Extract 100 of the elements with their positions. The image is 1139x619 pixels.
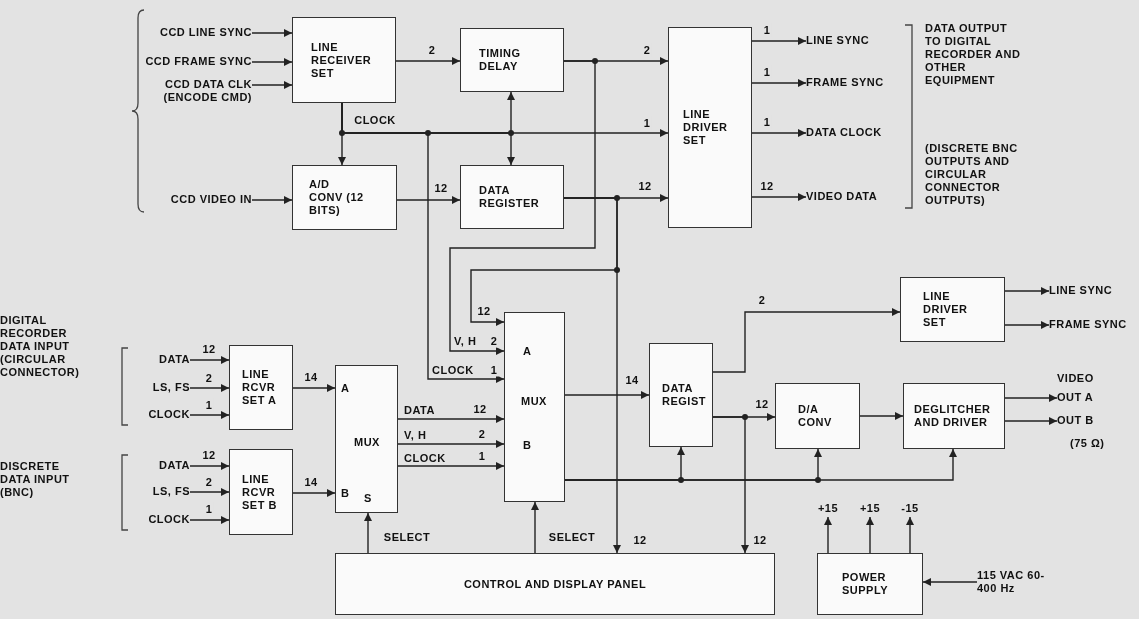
edge-label: 2 [642,43,652,57]
edge-label: 12 [472,402,488,416]
signal-label: CLOCK [130,513,190,528]
signal-label: CCD LINE SYNC [140,26,252,41]
signal-label: +15 [854,502,886,517]
connector-arrow [1004,417,1058,425]
block-label: TIMING DELAY [479,47,522,73]
block-label: LINE RCVR SET B [242,472,278,512]
edge-label: 12 [433,181,449,195]
edge-label: 12 [632,533,648,547]
signal-label: FRAME SYNC [1049,318,1137,333]
connector-arrow [292,489,336,497]
block-label: LINE RCVR SET A [242,368,278,407]
signal-label: CCD FRAME SYNC [130,55,252,70]
block-box [817,553,923,615]
block-label: LINE DRIVER SET [683,108,729,147]
block-label: A [523,345,532,358]
annotation-text: (75 Ω) [1070,437,1106,450]
signal-label: VIDEO DATA [806,190,901,205]
block-box [649,343,713,447]
signal-label: +15 [812,502,844,517]
block-label: POWER SUPPLY [842,571,889,597]
edge-label: 2 [204,371,214,385]
annotation-text: V, H [404,429,428,442]
signal-label: FRAME SYNC [806,76,901,91]
connector-arrow [251,196,293,204]
edge-label: 12 [476,304,492,318]
connector-arrow [1004,321,1050,329]
connector-arrow [564,448,957,481]
edge-label: 2 [489,334,499,348]
connector-arrow [397,415,505,423]
connector-arrow [712,308,901,373]
edge-label: 14 [303,475,319,489]
connector-arrow [906,516,914,554]
connector-arrow [564,391,650,399]
connector-arrow [251,81,293,89]
connector-arrow [397,462,505,470]
annotation-text: DATA OUTPUT TO DIGITAL RECORDER AND OTHER EQUIPMENT [925,22,1022,87]
connector-arrow [292,384,336,392]
signal-label: 115 VAC 60-400 Hz [977,569,1057,597]
signal-label: LS, FS [130,381,190,396]
connector-arrow [1004,394,1058,402]
connector-arrow [866,516,874,554]
block-box [292,165,397,230]
block-label: MUX [521,395,547,408]
edge-label: SELECT [547,530,597,544]
annotation-text: DIGITAL RECORDER DATA INPUT (CIRCULAR CONNECTOR) [0,314,81,379]
block-box [292,17,396,103]
connector-arrow [364,512,372,554]
block-box [335,553,775,615]
block-label: S [364,492,372,505]
block-label: B [341,487,350,500]
signal-label: LS, FS [130,485,190,500]
signal-label: OUT A [1057,391,1107,406]
connector-arrow [563,197,621,554]
connector-arrow [712,416,749,554]
block-box [903,383,1005,449]
annotation-text: DISCRETE DATA INPUT (BNC) [0,460,71,499]
edge-label: 2 [477,427,487,441]
edge-label: 12 [754,397,770,411]
block-box [668,27,752,228]
block-label: DATA REGIST [662,382,707,408]
connector-arrow [751,193,807,201]
connector-arrow [751,129,807,137]
block-label: B [523,439,532,452]
edge-label: 12 [752,533,768,547]
connector-arrow [251,29,293,37]
edge-label: 12 [201,342,217,356]
block-box [229,345,293,430]
multiplexer-box [504,312,565,502]
signal-label: CLOCK [130,408,190,423]
annotation-text: V, H [454,335,478,348]
block-box [900,277,1005,342]
connector-arrow [395,57,461,65]
edge-label: 1 [762,65,772,79]
edge-label: 12 [759,179,775,193]
block-label: D/A CONV [798,403,833,429]
block-box [229,449,293,535]
block-label: MUX [354,436,380,449]
annotation-text: CLOCK [404,452,447,465]
connector-arrow [751,37,807,45]
edge-label: 1 [762,23,772,37]
signal-label: LINE SYNC [806,34,901,49]
edge-label: 12 [201,448,217,462]
connector-arrow [1004,287,1050,295]
connector-arrow [449,60,596,355]
edge-label: 1 [204,502,214,516]
multiplexer-box [335,365,398,513]
edge-label: 2 [204,475,214,489]
block-label: DEGLITCHER AND DRIVER [914,403,992,429]
connector-arrow [922,578,978,586]
connector-arrow [189,488,230,496]
connector-arrow [189,411,230,419]
block-box [460,165,564,229]
signal-label: CCD DATA CLK (ENCODE CMD) [150,78,252,108]
signal-label: CCD VIDEO IN [140,193,252,208]
block-box [775,383,860,449]
edge-label: 1 [762,115,772,129]
connector-arrow [397,440,505,448]
connector-arrow [189,462,230,470]
